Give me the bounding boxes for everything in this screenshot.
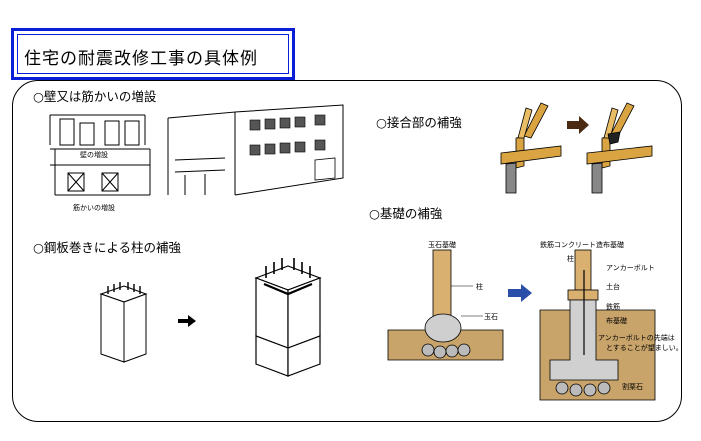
title-box: 住宅の耐震改修工事の具体例 [11,28,295,80]
wall-add-label: 壁の増設 [80,151,108,159]
column-arrow [178,315,196,327]
foundation-after-illustration [539,249,656,401]
foundation-strip-footing-label: 布基礎 [606,317,627,325]
content-frame [12,80,682,422]
section-foundation-label: ○基礎の補強 [369,206,443,221]
foundation-after-title: 鉄筋コンクリート造布基礎 [540,241,624,249]
foundation-stone-label: 玉石 [484,313,498,321]
section-wall-label: ○壁又は筋かいの増設 [33,89,157,104]
foundation-anchor-note-1: アンカーボルトの先端は [598,334,675,342]
house-illustration [167,104,344,196]
column-before-illustration [99,282,148,363]
section-column-label: ○鋼板巻きによる柱の補強 [33,240,182,255]
wall-addition-illustration [49,114,151,196]
foundation-anchor-bolt-label: アンカーボルト [606,264,655,272]
foundation-column-label: 柱 [476,283,483,291]
section-joint-label: ○接合部の補強 [376,115,462,130]
joint-arrow [567,116,589,134]
column-after-illustration [254,258,322,377]
page-title: 住宅の耐震改修工事の具体例 [24,49,258,69]
joint-before-illustration [500,102,562,194]
foundation-before-title: 玉石基礎 [428,241,456,249]
foundation-arrow [508,284,532,302]
brace-add-label: 筋かいの増設 [73,204,115,212]
foundation-rebar-label: 鉄筋 [606,303,620,311]
foundation-crushed-stone-label: 割栗石 [622,383,643,391]
foundation-column2-label: 柱 [567,255,574,263]
foundation-sill-label: 土台 [606,283,620,291]
foundation-anchor-note-2: とすることが望ましい。 [606,344,683,352]
joint-after-illustration [586,102,653,194]
foundation-before-illustration [387,249,504,361]
